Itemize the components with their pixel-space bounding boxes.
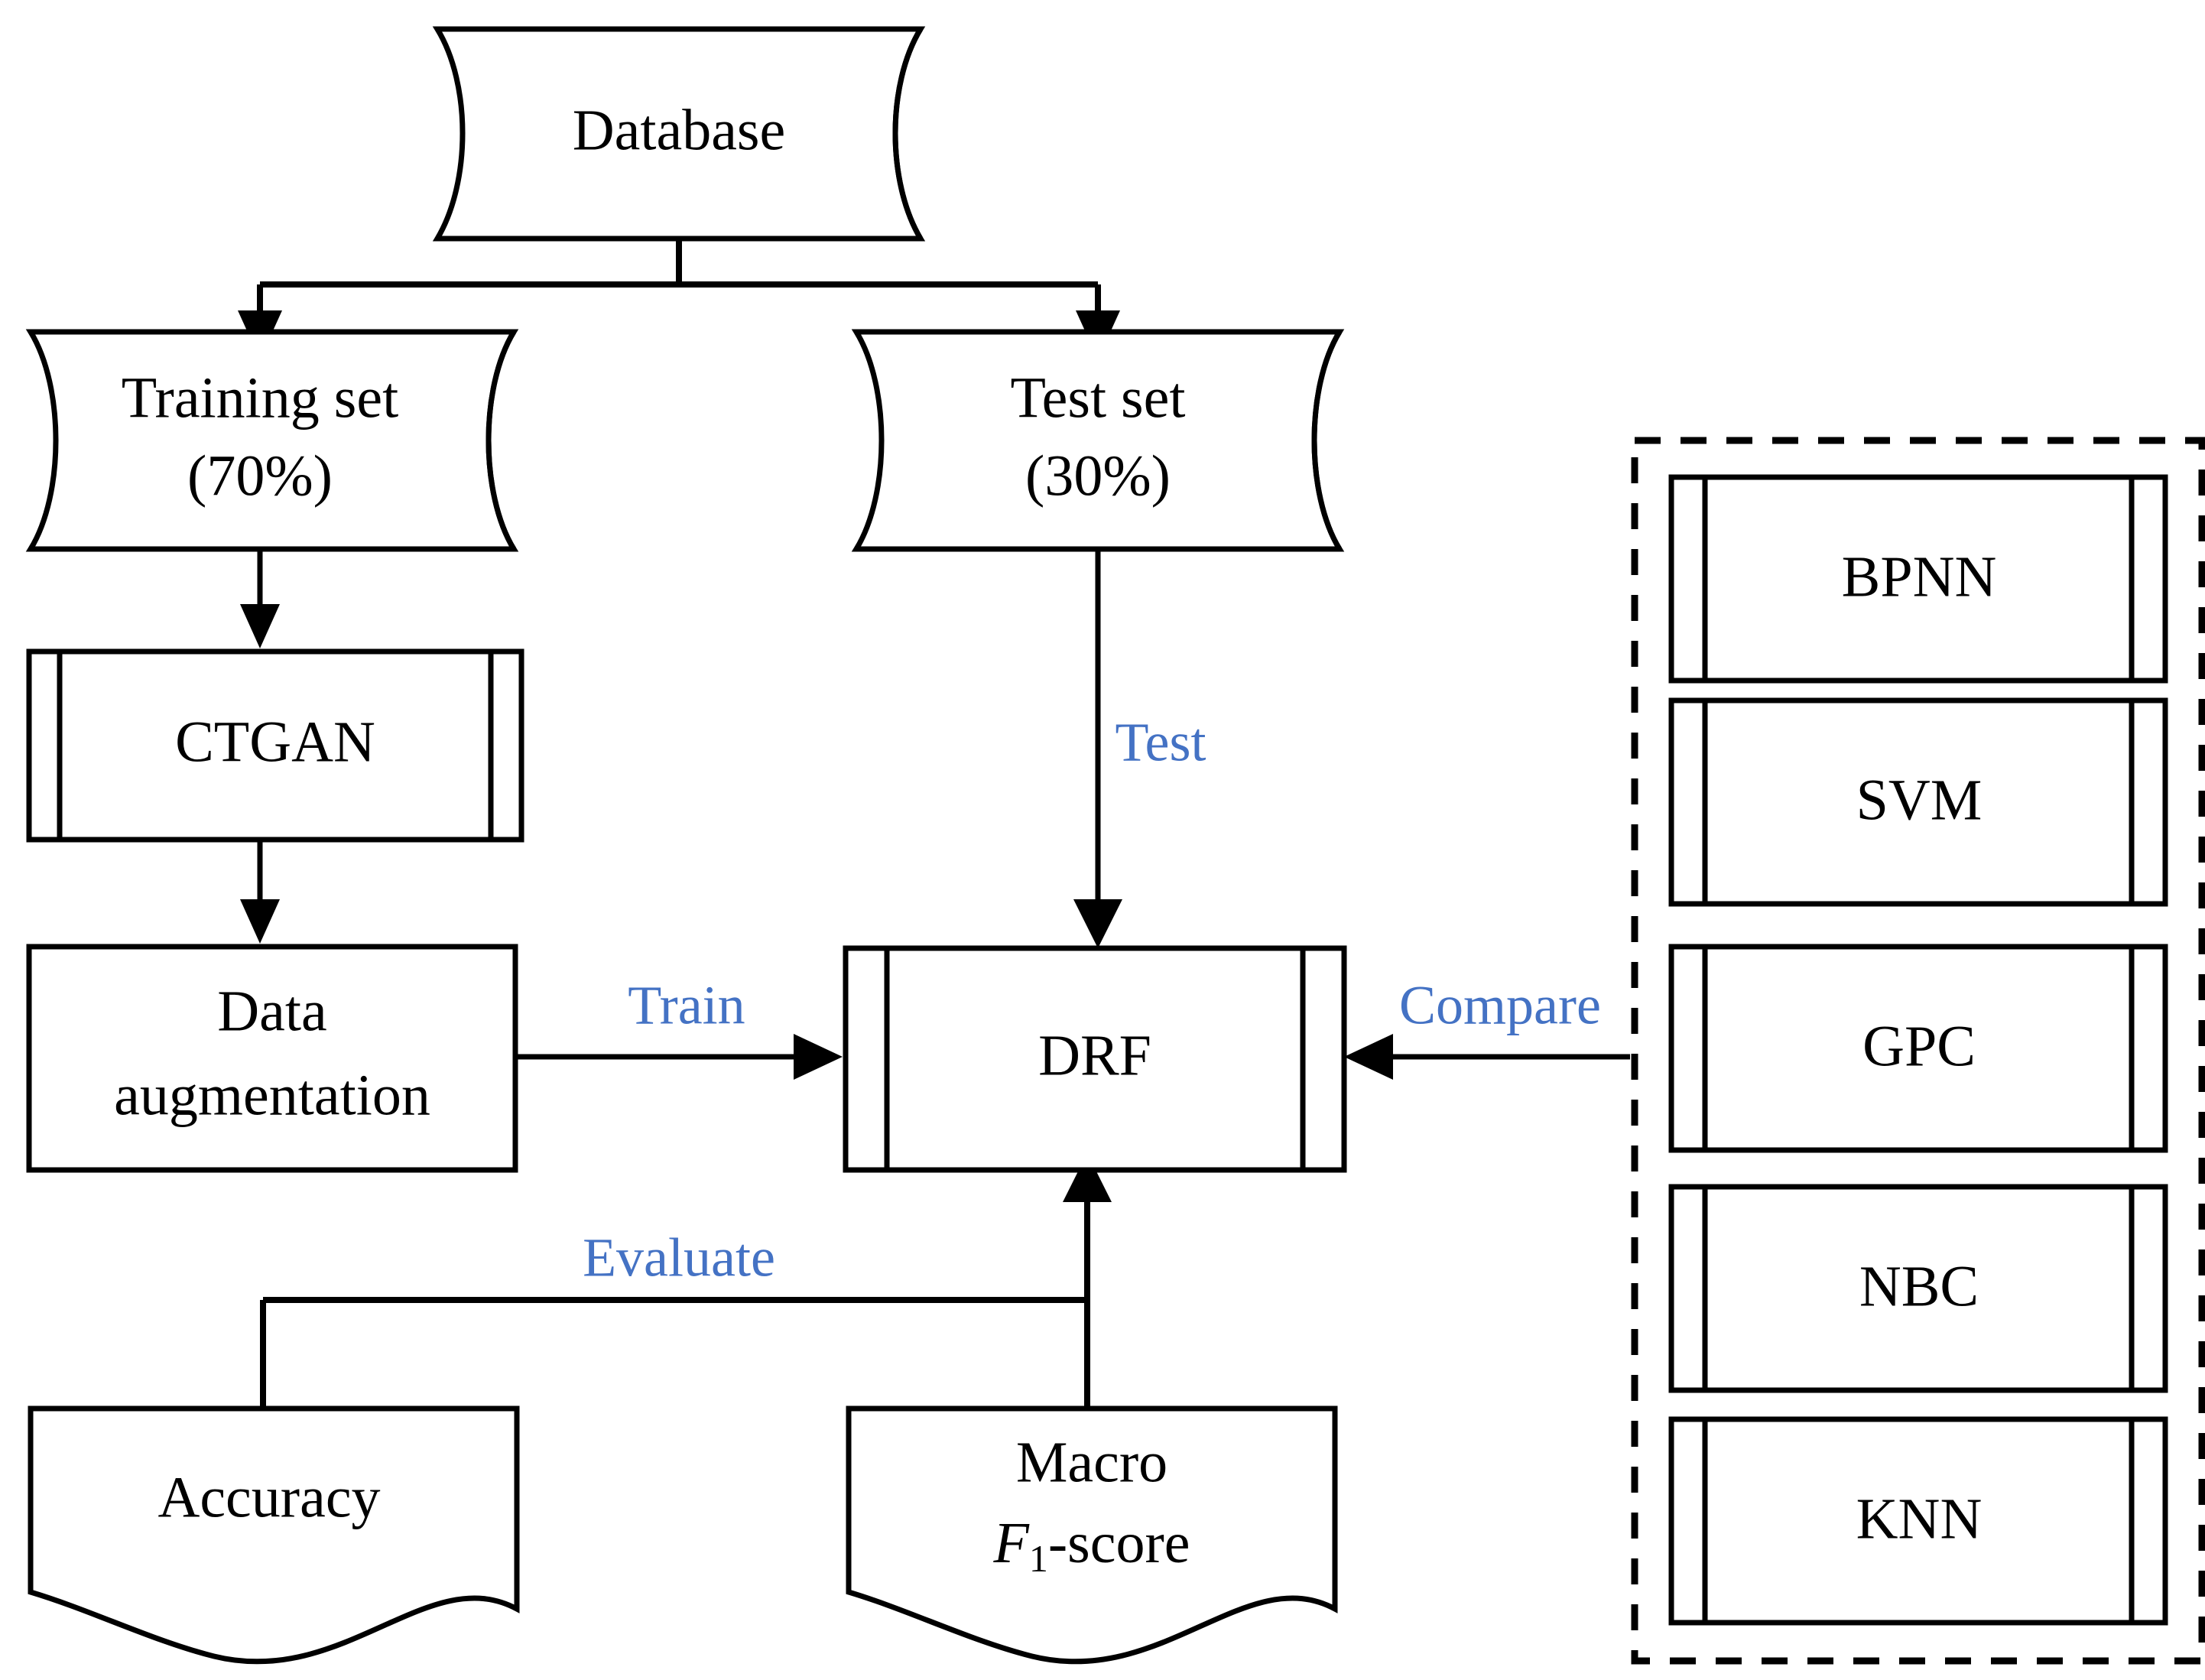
node-accuracy-label: Accuracy xyxy=(158,1465,380,1529)
node-database[interactable]: Database xyxy=(432,26,926,242)
node-training-set-label-line1: Training set xyxy=(122,366,398,430)
edge-label-test: Test xyxy=(1115,712,1206,773)
node-data-augmentation[interactable]: Data augmentation xyxy=(26,944,518,1173)
node-test-set[interactable]: Test set (30%) xyxy=(851,329,1345,552)
node-test-set-label-line2: (30%) xyxy=(1025,444,1171,508)
node-database-label: Database xyxy=(573,98,786,162)
edge-database-split xyxy=(257,239,1101,309)
node-macro-f1-label-line1: Macro xyxy=(1016,1430,1167,1494)
classifier-box-svm[interactable]: SVM xyxy=(1668,697,2168,907)
classifier-box-nbc[interactable]: NBC xyxy=(1668,1184,2168,1393)
classifier-box-bpnn[interactable]: BPNN xyxy=(1668,474,2168,684)
edge-classifiers-to-drf xyxy=(1344,1034,1630,1080)
node-ctgan-label: CTGAN xyxy=(175,710,375,774)
classifier-label-bpnn: BPNN xyxy=(1842,544,1997,609)
edge-augmentation-to-drf xyxy=(515,1034,843,1080)
classifier-group: BPNN SVM GPC NBC xyxy=(1631,437,2205,1665)
node-drf-label: DRF xyxy=(1038,1023,1151,1087)
node-test-set-label-line1: Test set xyxy=(1011,366,1186,430)
classifier-group-border xyxy=(1631,437,2205,1665)
classifier-label-knn: KNN xyxy=(1856,1487,1983,1551)
macro-f1-subscript: 1 xyxy=(1029,1537,1048,1580)
edge-training-to-ctgan xyxy=(240,549,280,648)
classifier-label-svm: SVM xyxy=(1856,768,1983,832)
edge-label-compare: Compare xyxy=(1399,975,1601,1036)
node-training-set-label-line2: (70%) xyxy=(187,444,333,508)
node-ctgan[interactable]: CTGAN xyxy=(26,648,524,843)
node-data-augmentation-label-line1: Data xyxy=(217,979,326,1043)
edge-metrics-to-drf xyxy=(260,1153,1112,1409)
node-drf[interactable]: DRF xyxy=(843,945,1347,1173)
node-accuracy[interactable]: Accuracy xyxy=(28,1405,520,1665)
edge-test-to-drf xyxy=(1073,549,1122,948)
node-training-set[interactable]: Training set (70%) xyxy=(25,329,519,552)
node-macro-f1[interactable]: Macro F1-score xyxy=(846,1405,1338,1665)
macro-f1-f-symbol: F xyxy=(992,1511,1030,1575)
classifier-box-knn[interactable]: KNN xyxy=(1668,1416,2168,1626)
node-data-augmentation-label-line2: augmentation xyxy=(114,1063,430,1127)
classifier-label-nbc: NBC xyxy=(1859,1254,1979,1318)
classifier-label-gpc: GPC xyxy=(1862,1014,1976,1078)
macro-f1-suffix: -score xyxy=(1048,1511,1190,1575)
classifier-box-gpc[interactable]: GPC xyxy=(1668,944,2168,1153)
node-macro-f1-label-line2: F1-score xyxy=(992,1511,1190,1580)
edge-ctgan-to-augmentation xyxy=(240,840,280,944)
edge-label-train: Train xyxy=(628,975,745,1036)
edge-label-evaluate: Evaluate xyxy=(583,1227,775,1288)
